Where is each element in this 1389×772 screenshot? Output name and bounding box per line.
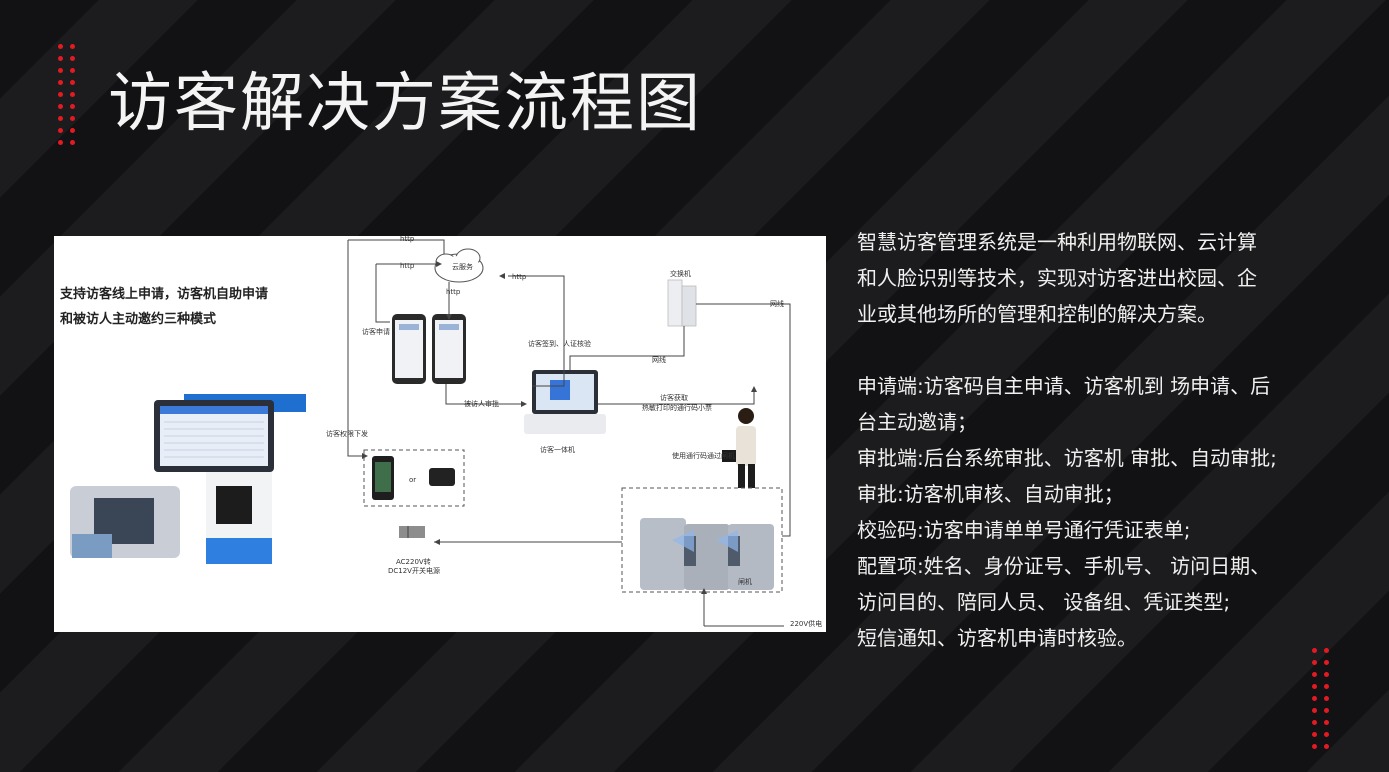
decor-dot xyxy=(70,116,75,121)
decor-dot xyxy=(70,68,75,73)
decor-dot xyxy=(1324,648,1329,653)
decor-dot xyxy=(1312,660,1317,665)
decor-dot xyxy=(70,140,75,145)
caption-line-1: 支持访客线上申请，访客机自助申请 xyxy=(60,287,269,302)
diagram-caption: 支持访客线上申请，访客机自助申请 和被访人主动邀约三种模式 xyxy=(60,282,268,332)
decor-dot xyxy=(1312,708,1317,713)
item-line-2: 台主动邀请； xyxy=(857,410,977,434)
decor-dot xyxy=(1324,708,1329,713)
page-title: 访客解决方案流程图 xyxy=(108,67,702,141)
decor-dot xyxy=(70,44,75,49)
label-permission: 访客权限下发 xyxy=(326,430,368,438)
item-line-5: 校验码:访客申请单单号通行凭证表单; xyxy=(857,518,1191,542)
label-http-mid: http xyxy=(446,288,461,296)
decor-dot xyxy=(1312,696,1317,701)
decor-dot xyxy=(70,56,75,61)
decor-dot xyxy=(70,92,75,97)
label-power-2: DC12V开关电源 xyxy=(388,567,440,575)
decor-dot xyxy=(70,128,75,133)
item-line-3: 审批端:后台系统审批、访客机 审批、自动审批; xyxy=(857,446,1277,470)
decor-dot xyxy=(58,140,63,145)
label-visitor-apply: 访客申请 xyxy=(362,328,390,336)
label-switch: 交换机 xyxy=(670,270,691,278)
power-supply-illustration xyxy=(399,526,425,538)
item-line-1: 申请端:访客码自主申请、访客机到 场申请、后 xyxy=(857,374,1271,398)
decor-dot xyxy=(58,128,63,133)
caption-line-2: 和被访人主动邀约三种模式 xyxy=(60,312,217,327)
cloud-shape xyxy=(434,248,484,283)
solution-description: 智慧访客管理系统是一种利用物联网、云计算 和人脸识别等技术，实现对访客进出校园、… xyxy=(857,224,1357,656)
label-http-top: http xyxy=(400,236,415,243)
label-network-mid: 网线 xyxy=(652,356,666,364)
label-get-ticket-2: 热敏打印的通行码小票 xyxy=(642,404,712,412)
decor-dot xyxy=(1312,672,1317,677)
diagram-lines xyxy=(70,239,791,627)
decor-dot xyxy=(58,80,63,85)
label-power-220: 220V供电 xyxy=(790,620,823,628)
intro-line-3: 业或其他场所的管理和控制的解决方案。 xyxy=(857,302,1217,326)
decor-dot xyxy=(58,104,63,109)
label-cloud: 云服务 xyxy=(452,263,473,271)
decor-dot xyxy=(1312,684,1317,689)
label-use-code: 使用通行码通过闸机 xyxy=(672,452,735,460)
item-line-6: 配置项:姓名、身份证号、手机号、 访问日期、 xyxy=(857,554,1271,578)
decor-dot xyxy=(1324,660,1329,665)
decor-dot xyxy=(58,116,63,121)
paragraph-gap xyxy=(857,332,1357,368)
visitor-kiosk-illustration xyxy=(524,370,606,434)
decor-dot xyxy=(58,56,63,61)
label-http-right: http xyxy=(512,273,527,281)
face-terminal-illustration xyxy=(372,456,455,500)
decor-dot xyxy=(1324,696,1329,701)
label-network-right: 网线 xyxy=(770,300,784,308)
turnstile-illustration xyxy=(640,518,774,590)
decor-dot xyxy=(1324,744,1329,749)
decor-dot xyxy=(70,80,75,85)
intro-line-2: 和人脸识别等技术，实现对访客进出校园、企 xyxy=(857,266,1257,290)
visitor-person-illustration xyxy=(722,408,756,488)
decor-dot xyxy=(1324,732,1329,737)
decor-dot xyxy=(58,44,63,49)
label-get-ticket-1: 访客获取 xyxy=(660,394,688,402)
label-http-left: http xyxy=(400,262,415,270)
decor-dot xyxy=(1324,672,1329,677)
flow-diagram-image: 支持访客线上申请，访客机自助申请 和被访人主动邀约三种模式 http http … xyxy=(54,236,826,632)
phones-illustration xyxy=(392,314,466,384)
terminal-dashed-box xyxy=(363,449,465,507)
kiosk-device-illustration xyxy=(70,394,306,564)
item-line-7: 访问目的、陪同人员、 设备组、凭证类型; xyxy=(857,590,1231,614)
switch-illustration xyxy=(667,279,697,327)
decor-dot xyxy=(1312,732,1317,737)
label-or: or xyxy=(409,476,417,484)
label-power-1: AC220V转 xyxy=(396,558,431,566)
decor-dot xyxy=(58,92,63,97)
label-kiosk: 访客一体机 xyxy=(540,446,575,454)
decor-dot xyxy=(1312,744,1317,749)
item-line-4: 审批:访客机审核、自动审批； xyxy=(857,482,1124,506)
intro-line-1: 智慧访客管理系统是一种利用物联网、云计算 xyxy=(857,230,1257,254)
decor-dot xyxy=(1324,720,1329,725)
decor-dot xyxy=(1312,720,1317,725)
label-gate: 闸机 xyxy=(738,578,752,586)
label-checkin: 访客签到、人证核验 xyxy=(528,340,591,348)
decor-dot xyxy=(1312,648,1317,653)
item-line-8: 短信通知、访客机申请时核验。 xyxy=(857,626,1137,650)
decor-dot xyxy=(70,104,75,109)
label-host-approve: 被访人审批 xyxy=(464,400,499,408)
decor-dot xyxy=(1324,684,1329,689)
decor-dot xyxy=(58,68,63,73)
